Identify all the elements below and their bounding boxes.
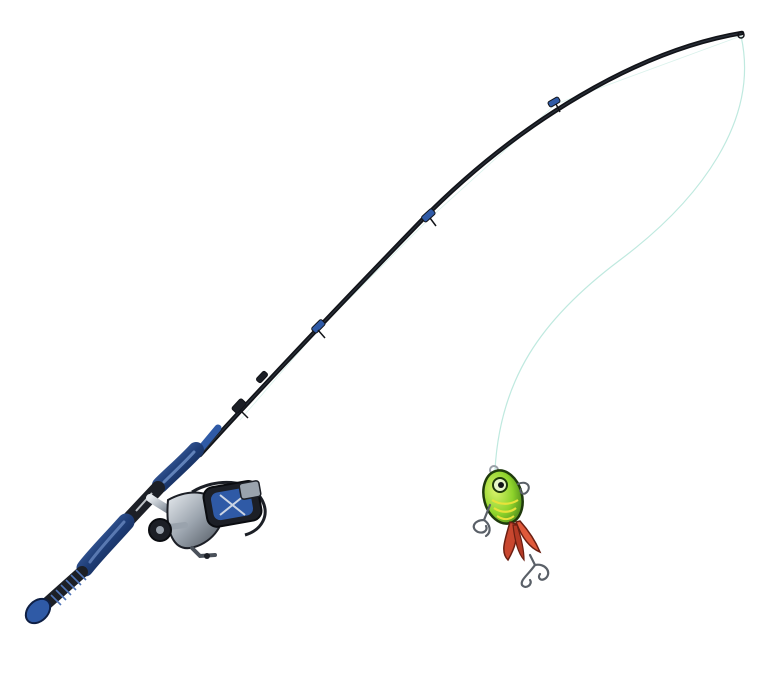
- fishing-line-icon: [494, 35, 746, 471]
- fishing-rod-icon: [24, 30, 745, 625]
- butt-cap: [24, 597, 52, 625]
- lure-tail: [503, 520, 542, 562]
- treble-hook-icon: [520, 553, 550, 588]
- rod-guide: [547, 96, 561, 113]
- rod-line: [239, 35, 742, 421]
- treble-hook-icon: [517, 481, 530, 495]
- tip-guide: [737, 31, 745, 39]
- spinning-reel-icon: [146, 480, 267, 559]
- butt-ridges: [50, 569, 87, 606]
- lure-icon: [472, 465, 550, 588]
- rod-guide: [421, 208, 437, 227]
- treble-hook-icon: [472, 503, 492, 538]
- rod-guide: [311, 319, 326, 339]
- rod-guide: [256, 370, 268, 384]
- reel-spool: [202, 480, 263, 528]
- rod-guide: [231, 398, 249, 419]
